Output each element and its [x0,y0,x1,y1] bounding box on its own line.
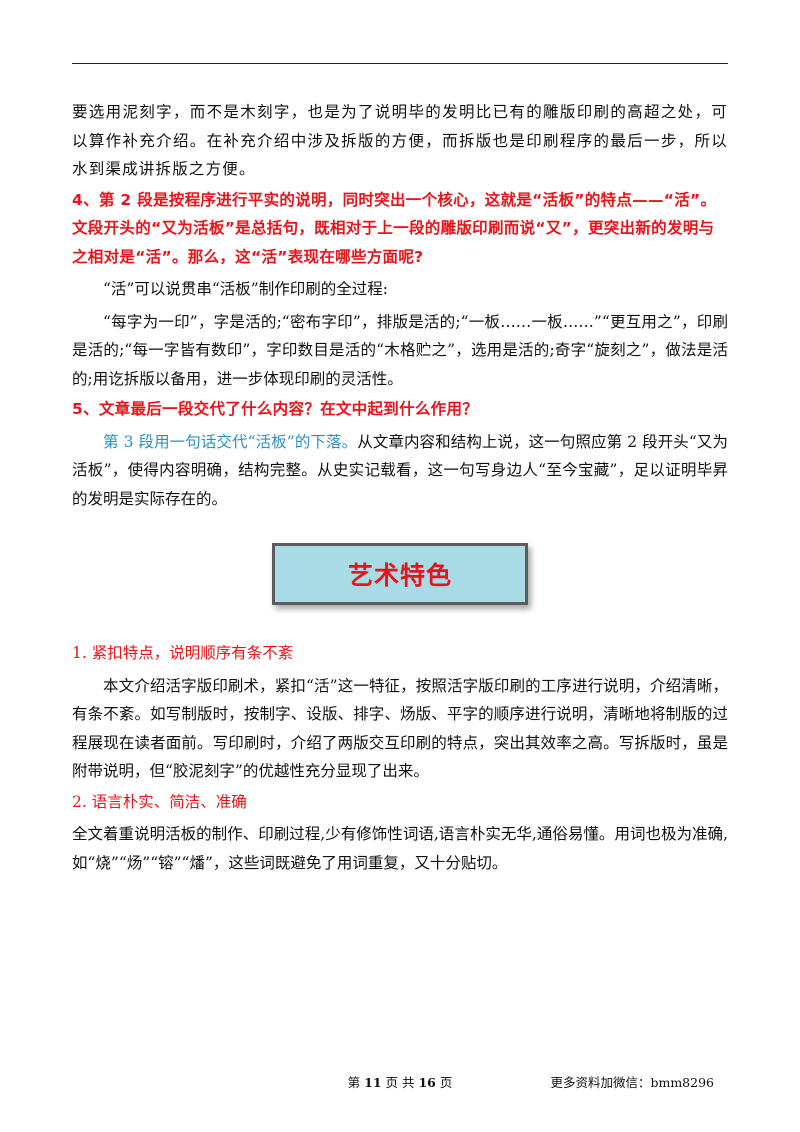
page-mid: 页 共 [381,1075,419,1090]
section-banner: 艺术特色 [272,543,528,605]
section1-heading: 1. 紧扣特点，说明顺序有条不紊 [72,644,294,662]
current-page: 11 [364,1075,382,1090]
paragraph-answer-5: 第 3 段用一句话交代“活板”的下落。从文章内容和结构上说，这一句照应第 2 段… [72,428,728,514]
page-content: 要选用泥刻字，而不是木刻字，也是为了说明毕的发明比已有的雕版印刷的高超之处，可以… [72,98,728,877]
paragraph-intro: 要选用泥刻字，而不是木刻字，也是为了说明毕的发明比已有的雕版印刷的高超之处，可以… [72,103,728,178]
question-5: 5、文章最后一段交代了什么内容？在文中起到什么作用？ [72,400,479,418]
section1-body: 本文介绍活字版印刷术，紧扣“活”这一特征，按照活字版印刷的工序进行说明，介绍清晰… [72,676,728,781]
page-prefix: 第 [347,1075,365,1090]
footer-contact: 更多资料加微信：bmm8296 [550,1075,714,1090]
total-pages: 16 [418,1075,436,1090]
section2-heading: 2. 语言朴实、简洁、准确 [72,792,247,811]
banner-wrap: 艺术特色 [72,543,728,605]
answer-5-highlight: 第 3 段用一句话交代“活板”的下落。 [103,432,358,451]
page-number: 第 11 页 共 16 页 [0,1072,800,1091]
answer-5-rest: 从文章内容和结构上说，这一句照应第 2 段开头“又为活板”，使得内容明确，结构完… [72,432,728,508]
question-4: 4、第 2 段是按程序进行平实的说明，同时突出一个核心，这就是“活板”的特点——… [72,190,717,266]
page-suffix: 页 [435,1075,453,1090]
paragraph-huo-overview: “活”可以说贯串“活板”制作印刷的全过程: [103,280,388,298]
header-rule [72,63,728,64]
section2-body: 全文着重说明活板的制作、印刷过程,少有修饰性词语,语言朴实无华,通俗易懂。用词也… [72,825,728,872]
paragraph-huo-details: “每字为一印”，字是活的;“密布字印”，排版是活的;“一板……一板……”“更互用… [72,312,728,388]
banner-title: 艺术特色 [347,561,452,590]
